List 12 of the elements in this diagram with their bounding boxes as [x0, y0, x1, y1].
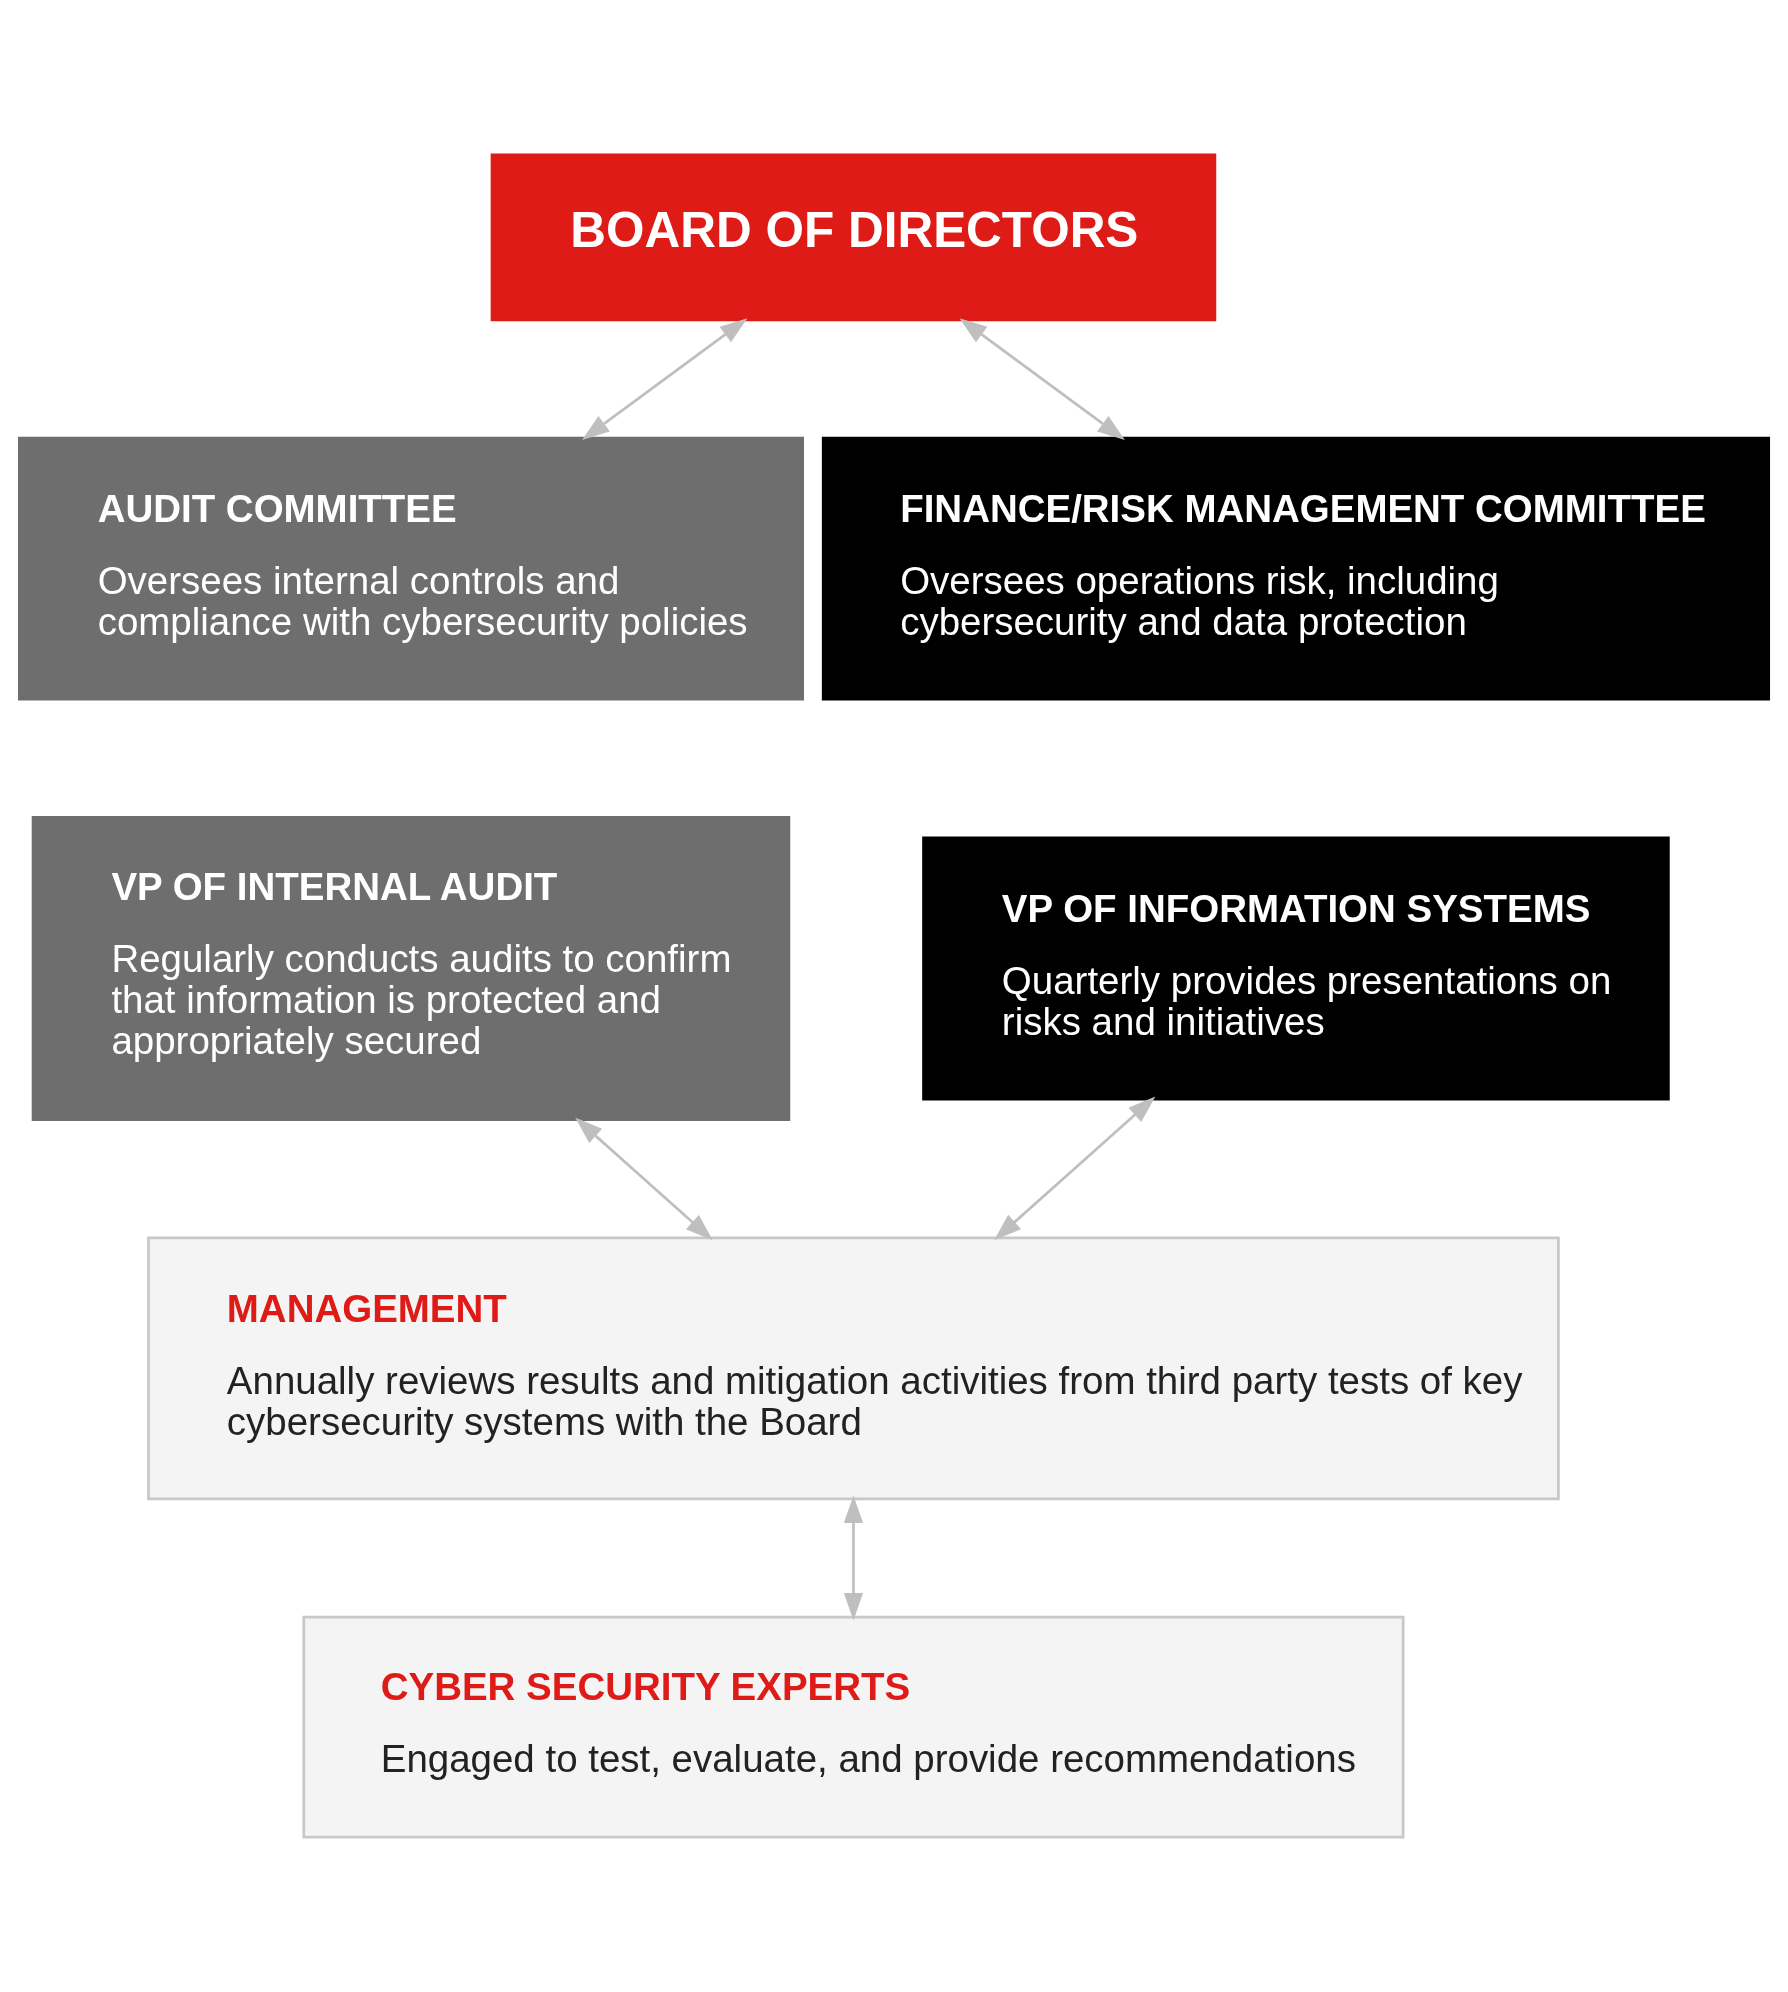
node-box: AUDIT COMMITTEE Oversees internal controls and compliance with cybersecurity policies	[17, 436, 804, 701]
node-box: VP OF INTERNAL AUDIT Regularly conducts audits to confirm that information is protected and appropriately secured	[31, 815, 791, 1122]
node-box: VP OF INFORMATION SYSTEMS Quarterly provides presentations on risks and initiatives	[922, 836, 1670, 1101]
arrow	[994, 1096, 1156, 1241]
node-box: FINANCE/RISK MANAGEMENT COMMITTEE Oversees operations risk, including cybersecurity and data protection	[821, 436, 1771, 701]
arrow	[582, 318, 748, 440]
arrow	[843, 1495, 864, 1621]
arrow	[959, 318, 1125, 440]
arrow	[575, 1117, 713, 1241]
node-box: MANAGEMENT Annually reviews results and mitigation activities from third party tests of key cybersecurity systems with the Board	[147, 1236, 1560, 1501]
node-box: BOARD OF DIRECTORS	[490, 153, 1217, 322]
node-box: CYBER SECURITY EXPERTS Engaged to test, evaluate, and provide recommendations	[302, 1615, 1405, 1839]
